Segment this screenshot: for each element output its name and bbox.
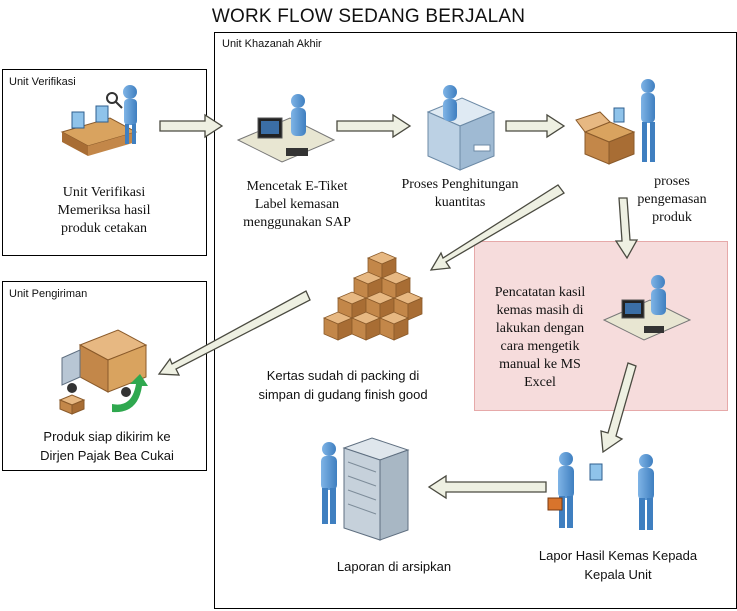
counting-machine-icon bbox=[426, 85, 496, 171]
packing-box-icon bbox=[575, 79, 655, 165]
manual-note-box bbox=[474, 241, 728, 411]
inspector-conveyor-icon bbox=[60, 85, 138, 156]
step-verifikasi-text: Unit Verifikasi Memeriksa hasil produk c… bbox=[57, 185, 151, 236]
arrow-verifikasi-to-cetak bbox=[159, 113, 224, 139]
step-kirim-text: Produk siap dikirim ke Dirjen Pajak Bea … bbox=[40, 429, 174, 463]
arrow-cetak-to-hitung bbox=[336, 113, 412, 139]
unit-khazanah-label: Unit Khazanah Akhir bbox=[222, 38, 322, 50]
archive-server-icon bbox=[321, 437, 410, 541]
arrow-hitung-to-kemas bbox=[505, 113, 566, 139]
arrow-kemas-to-catat bbox=[614, 197, 639, 260]
step-hitung-text: Proses Penghitungan kuantitas bbox=[401, 177, 519, 210]
data-entry-operator-icon bbox=[602, 275, 692, 341]
step-kemas-text: proses pengemasan produk bbox=[637, 174, 707, 225]
arrow-hitung-to-gudang bbox=[429, 184, 565, 271]
unit-verifikasi-label: Unit Verifikasi bbox=[9, 76, 76, 88]
diagram-title: WORK FLOW SEDANG BERJALAN bbox=[211, 6, 526, 27]
arrow-catat-to-lapor bbox=[600, 362, 637, 454]
arrow-gudang-to-kirim bbox=[157, 290, 311, 376]
step-cetak-text: Mencetak E-Tiket Label kemasan menggunak… bbox=[243, 179, 351, 230]
unit-verifikasi-box bbox=[2, 69, 207, 256]
step-gudang-text: Kertas sudah di packing di simpan di gud… bbox=[258, 368, 428, 402]
step-arsip-text: Laporan di arsipkan bbox=[336, 559, 452, 574]
unit-pengiriman-label: Unit Pengiriman bbox=[9, 288, 88, 300]
step-lapor-text: Lapor Hasil Kemas Kepada Kepala Unit bbox=[538, 548, 698, 582]
arrow-lapor-to-arsip bbox=[427, 474, 547, 500]
step-catat-text: Pencatatan kasil kemas masih di lakukan … bbox=[494, 285, 586, 390]
stacked-boxes-icon bbox=[322, 251, 424, 341]
report-meeting-icon bbox=[547, 452, 654, 530]
delivery-truck-icon bbox=[58, 329, 148, 415]
computer-operator-icon bbox=[236, 94, 336, 163]
